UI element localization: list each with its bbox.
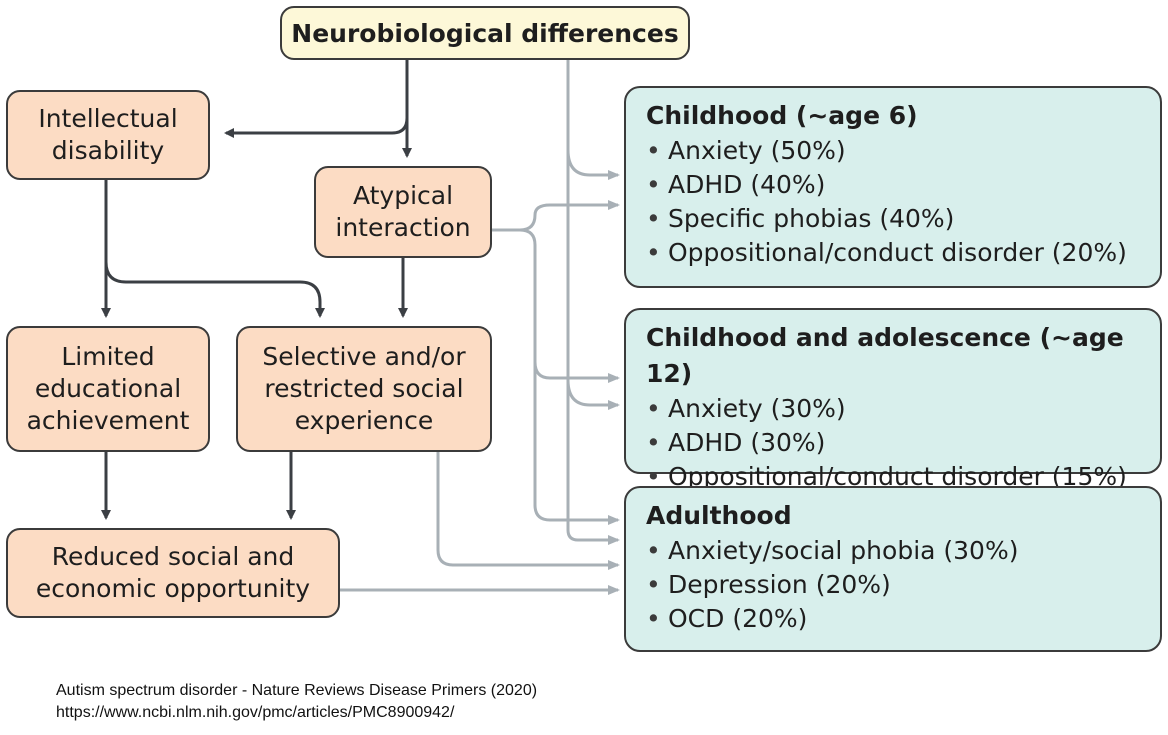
citation-source: Autism spectrum disorder - Nature Review… (56, 682, 538, 699)
outcome-heading: Childhood and adolescence (~age 12) (646, 323, 1124, 388)
arrow-title-to-childhood (566, 149, 620, 180)
outcome-item: OCD (20%) (646, 602, 1160, 636)
node-label: educational (34, 374, 182, 403)
node-label: achievement (26, 406, 190, 435)
outcome-item: Anxiety/social phobia (30%) (646, 534, 1160, 568)
node-label: Atypical (352, 181, 454, 210)
outcome-item: Depression (20%) (646, 568, 1160, 602)
arrow-intellectual-to-selective (104, 261, 325, 318)
node-label: Limited (61, 342, 155, 371)
node-label: restricted social (264, 374, 464, 403)
outcome-heading: Childhood (~age 6) (646, 101, 918, 130)
node-selective-social-experience: Selective and/or restricted social exper… (236, 326, 492, 452)
node-label: Intellectual (38, 104, 178, 133)
outcome-heading: Adulthood (646, 501, 792, 530)
title-box: Neurobiological differences (280, 6, 690, 60)
node-label: Selective and/or (262, 342, 466, 371)
outcome-item: ADHD (40%) (646, 168, 1160, 202)
outcome-item: Oppositional/conduct disorder (20%) (646, 236, 1160, 270)
node-limited-educational-achievement: Limited educational achievement (6, 326, 210, 452)
node-label: interaction (335, 213, 471, 242)
arrow-title-to-outcomes (566, 60, 620, 545)
citation-url[interactable]: https://www.ncbi.nlm.nih.gov/pmc/article… (56, 704, 455, 721)
outcome-item: ADHD (30%) (646, 426, 1160, 460)
outcome-childhood: Childhood (~age 6) Anxiety (50%) ADHD (4… (624, 86, 1162, 288)
node-label: experience (294, 406, 434, 435)
arrow-title-to-intellectual (224, 60, 409, 138)
node-atypical-interaction: Atypical interaction (314, 166, 492, 258)
outcome-item: Specific phobias (40%) (646, 202, 1160, 236)
node-label: economic opportunity (35, 574, 311, 603)
outcome-item: Anxiety (30%) (646, 392, 1160, 426)
node-label: disability (51, 136, 165, 165)
outcome-adulthood: Adulthood Anxiety/social phobia (30%) De… (624, 486, 1162, 652)
arrow-title-to-adolescence (566, 379, 620, 410)
page-title: Neurobiological differences (291, 18, 679, 48)
node-intellectual-disability: Intellectual disability (6, 90, 210, 180)
outcome-item: Anxiety (50%) (646, 134, 1160, 168)
node-reduced-opportunity: Reduced social and economic opportunity (6, 528, 340, 618)
arrow-atypical-to-adulthood (533, 362, 620, 525)
arrow-selective-to-adulthood (436, 452, 620, 570)
node-label: Reduced social and (51, 542, 295, 571)
arrow-atypical-split (492, 200, 620, 232)
outcome-adolescence: Childhood and adolescence (~age 12) Anxi… (624, 308, 1162, 494)
